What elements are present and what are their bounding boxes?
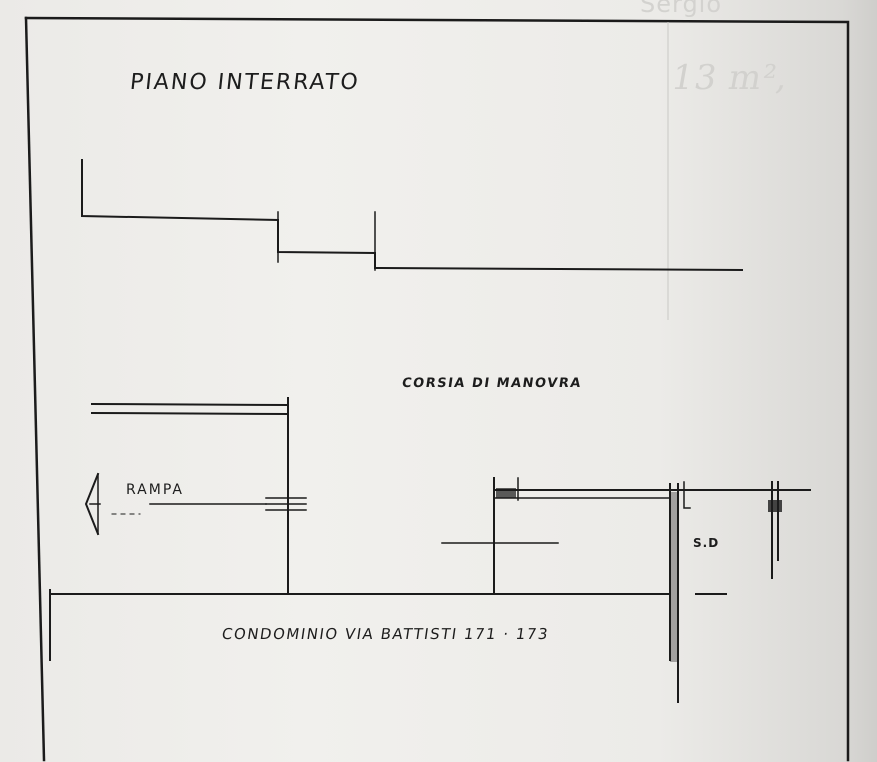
- sheet-border-left: [24, 16, 46, 762]
- ghost-text-top: Sergio: [640, 0, 723, 18]
- label-condominio: CONDOMINIO VIA BATTISTI 171 · 173: [220, 625, 551, 643]
- ramp-gate: [265, 497, 307, 511]
- page-title: PIANO INTERRATO: [128, 70, 361, 95]
- sd-wall-detail: [683, 481, 691, 509]
- label-rampa: RAMPA: [126, 482, 184, 498]
- sheet-border: [24, 16, 850, 762]
- label-corsia: CORSIA DI MANOVRA: [400, 376, 583, 391]
- arrow-left-icon: [84, 472, 101, 536]
- upper-stepped-wall: [81, 159, 744, 272]
- pillar-hatch: [768, 500, 782, 512]
- ramp-wall-top-inner: [90, 411, 290, 416]
- box-corner-hatch: [496, 488, 516, 498]
- sd-wall-hatch: [670, 492, 678, 662]
- ramp-wall-top: [90, 402, 290, 407]
- label-sd: S.D: [693, 536, 720, 550]
